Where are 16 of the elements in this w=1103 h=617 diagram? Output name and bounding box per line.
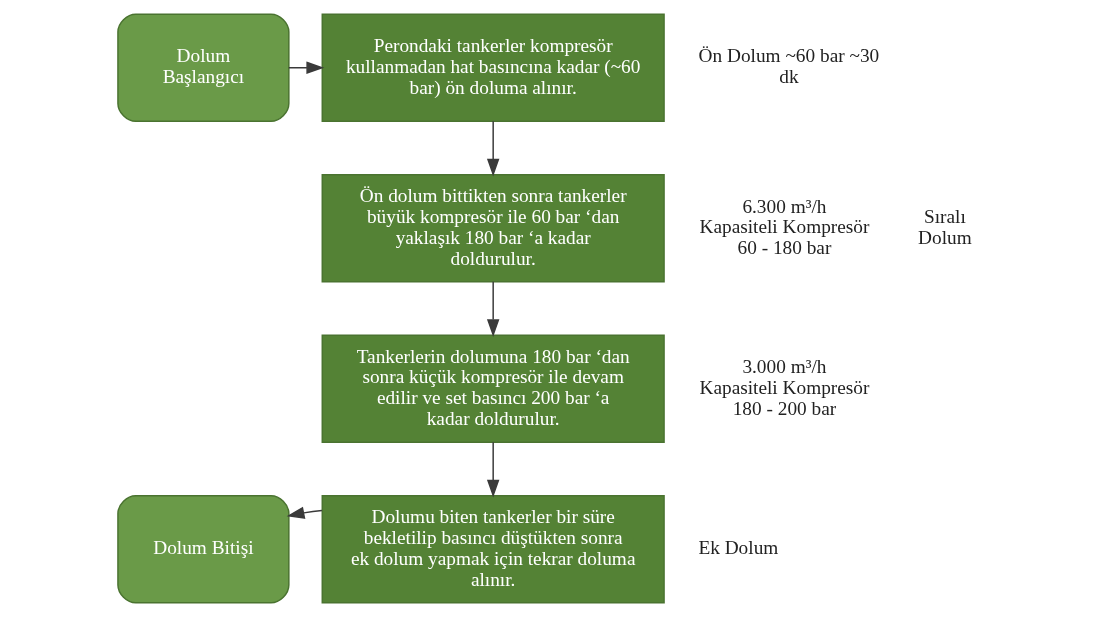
label: Sıralı Dolum <box>918 205 972 248</box>
node-box: Dolumu biten tankerler bir süre bekletilip basıncı düştükten sonra ek dolum yapmak için tekrar doluma alınır. <box>321 495 665 604</box>
arrow <box>486 441 500 498</box>
node-box: Dolum Başlangıcı <box>117 13 290 122</box>
node-box: Tankerlerin dolumuna 180 bar ‘dan sonra küçük kompresör ile devam edilir ve set basıncı 200 bar ‘a kadar doldurulur. <box>321 334 665 443</box>
node-box: Ön dolum bittikten sonra tankerler büyük kompresör ile 60 bar ‘dan yaklaşık 180 bar ‘a kadar doldurulur. <box>321 174 665 283</box>
node-box: Perondaki tankerler kompresör kullanmadan hat basıncına kadar (~60 bar) ön doluma alınır. <box>321 13 665 122</box>
arrow <box>286 506 323 519</box>
arrow <box>288 61 325 74</box>
node-label: 3.000 m³/h Kapasiteli Kompresör 180 - 200 bar <box>699 355 870 419</box>
arrow <box>486 120 500 177</box>
node-label: Ön Dolum ~60 bar ~30 dk <box>698 45 880 88</box>
node-label: 6.300 m³/h Kapasiteli Kompresör 60 - 180 bar <box>699 195 870 259</box>
node-box: Dolum Bitişi <box>117 495 290 604</box>
node-label: Ek Dolum <box>698 537 779 559</box>
arrow <box>486 281 500 337</box>
